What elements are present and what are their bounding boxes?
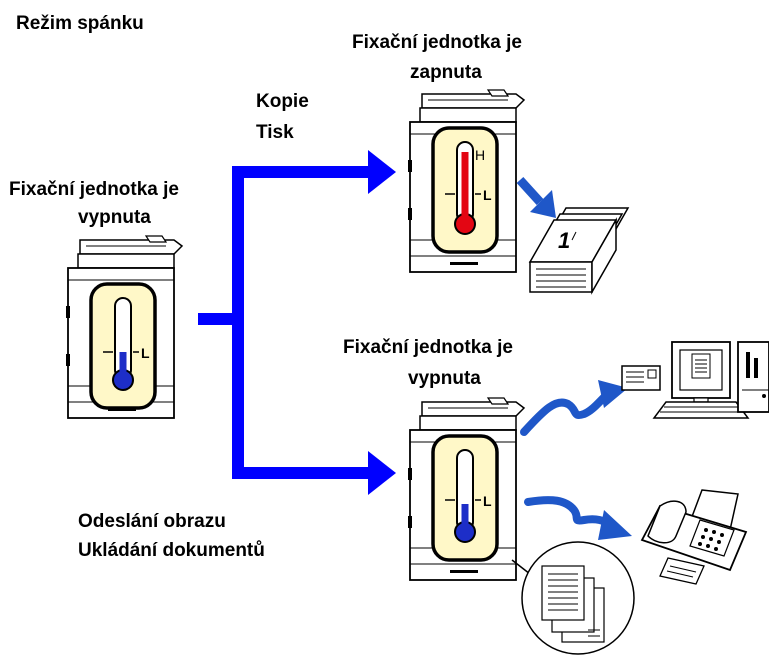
printer-icon: H L bbox=[407, 89, 525, 273]
thermometer-icon: L bbox=[431, 434, 499, 562]
fax-icon bbox=[640, 489, 748, 585]
top-machine-caption-line1: Fixační jednotka je bbox=[352, 32, 522, 53]
magnifier-icon bbox=[511, 541, 635, 655]
arrow-to-bottom-machine bbox=[368, 451, 396, 495]
send-arrow bbox=[520, 380, 628, 436]
flow-trunk bbox=[232, 166, 244, 479]
temp-label-low: L bbox=[483, 493, 492, 509]
top-machine-caption-line2: zapnuta bbox=[410, 62, 482, 83]
printer-icon: L bbox=[407, 397, 525, 581]
thermometer-icon: L bbox=[89, 282, 157, 410]
temp-label-high: H bbox=[475, 147, 485, 163]
top-branch-label-line2: Tisk bbox=[256, 122, 294, 143]
top-branch-label-line1: Kopie bbox=[256, 91, 309, 112]
bottom-branch-label-line2: Ukládání dokumentů bbox=[78, 540, 265, 561]
output-arrow bbox=[516, 176, 556, 218]
send-arrow bbox=[524, 496, 632, 540]
left-machine-caption-line1: Fixační jednotka je bbox=[9, 179, 179, 200]
flow-lower-shaft bbox=[232, 467, 372, 479]
thermometer-icon: H L bbox=[431, 126, 499, 254]
document-stack-icon: 1 bbox=[528, 207, 630, 295]
computer-icon bbox=[621, 341, 769, 419]
arrow-to-top-machine bbox=[368, 150, 396, 194]
printer-icon: L bbox=[65, 235, 183, 419]
flow-stem bbox=[198, 313, 238, 325]
document-stack-icon bbox=[541, 565, 605, 643]
bottom-machine-caption-line1: Fixační jednotka je bbox=[343, 337, 513, 358]
temp-label-low: L bbox=[483, 187, 492, 203]
flow-upper-shaft bbox=[232, 166, 372, 178]
page-number: 1 bbox=[558, 228, 570, 253]
flow-arrows bbox=[198, 150, 396, 495]
bottom-machine-caption-line2: vypnuta bbox=[408, 368, 481, 389]
bottom-branch-label-line1: Odeslání obrazu bbox=[78, 511, 226, 532]
left-machine-caption-line2: vypnuta bbox=[78, 207, 151, 228]
diagram-title: Režim spánku bbox=[16, 13, 144, 34]
temp-label-low: L bbox=[141, 345, 150, 361]
